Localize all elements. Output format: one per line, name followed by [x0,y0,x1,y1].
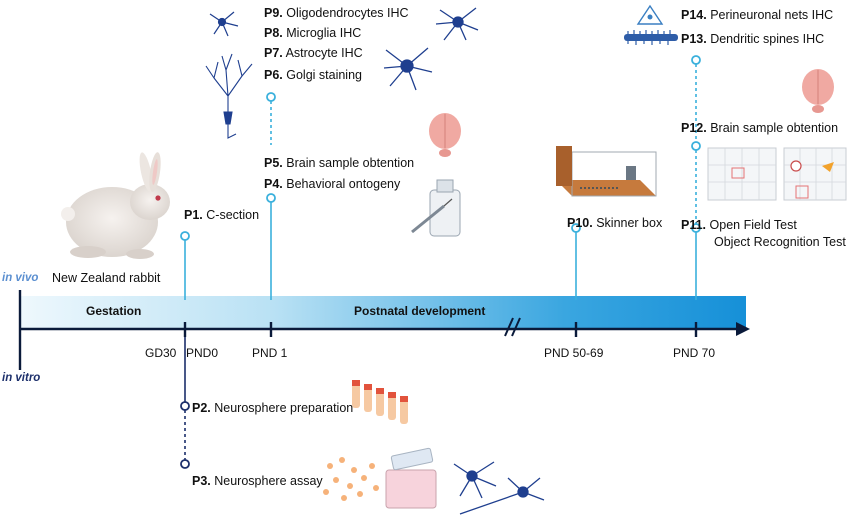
gestation-label: Gestation [86,304,142,318]
skinner-box-icon [556,146,657,197]
neurosphere-dots-icon [323,457,379,501]
p1-stem [180,231,190,300]
p12-stem [691,141,701,224]
p4-stem [266,193,276,300]
microglia-neuron-icon [435,7,479,41]
tick-label-pnd5069: PND 50-69 [544,346,604,360]
p2-label: P2. Neurosphere preparation [192,401,354,415]
neuron-icon-bottom-2 [459,477,545,515]
p13-stem [691,55,701,142]
p3-label: P3. Neurosphere assay [192,474,323,488]
astrocyte-icon [383,47,433,91]
neuron-icon-small [209,11,239,37]
p6-stem [266,92,276,145]
p9-label: P9. Oligodendrocytes IHC [264,6,409,20]
p3-stem [180,410,190,469]
perineuronal-net-icon [636,4,664,25]
open-field-icon [707,147,777,201]
tick-label-pnd0: PND0 [186,346,219,360]
animal-label: New Zealand rabbit [52,271,161,285]
well-plate-icon [385,447,437,509]
p5-label: P5. Brain sample obtention [264,156,415,170]
p8-label: P8. Microglia IHC [264,26,362,40]
p1-label: P1. C-section [184,208,260,222]
brain-icon-p5 [429,113,461,157]
p11-label-line2: Object Recognition Test [714,235,846,249]
dendritic-spine-icon [624,30,678,45]
syringe-bottle-icon [411,179,461,237]
axis-break-mark [504,317,521,337]
p7-label: P7. Astrocyte IHC [264,46,363,60]
p12-label: P12. Brain sample obtention [681,121,839,135]
p2-stem [180,337,190,411]
tick-label-gd30: GD30 [145,346,177,360]
neuron-icon-bottom-1 [453,461,497,499]
golgi-neuron-icon [205,53,253,139]
p11-stem [691,223,701,300]
postnatal-label: Postnatal development [354,304,486,318]
p14-label: P14. Perineuronal nets IHC [681,8,834,22]
test-tubes-icon [352,380,408,424]
p10-stem [571,223,581,300]
tick-label-pnd70: PND 70 [673,346,716,360]
p13-label: P13. Dendritic spines IHC [681,32,825,46]
timeline-bar [20,296,746,330]
in-vivo-label: in vivo [2,272,39,284]
rabbit-icon [61,152,170,259]
p6-label: P6. Golgi staining [264,68,362,82]
timeline-arrowhead [736,322,750,336]
object-recognition-icon [783,147,847,201]
in-vitro-label: in vitro [2,372,41,384]
p11-label: P11. Open Field Test [681,218,797,232]
p4-label: P4. Behavioral ontogeny [264,177,401,191]
brain-icon-p12 [802,69,834,113]
p10-label: P10. Skinner box [567,216,663,230]
tick-label-pnd1: PND 1 [252,346,288,360]
